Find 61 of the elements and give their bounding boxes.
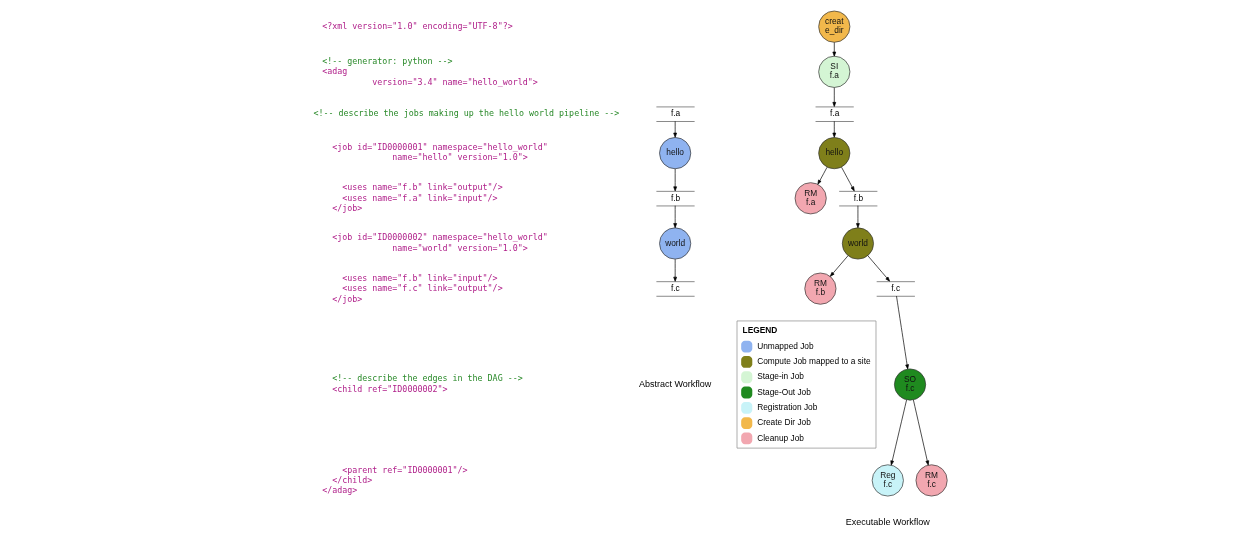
label: name="hello" version="1.0"> bbox=[391, 152, 528, 163]
label: version="3.4" name="hello_world"> bbox=[371, 76, 538, 87]
arrow bbox=[912, 399, 929, 466]
node-text: f.a bbox=[829, 108, 839, 119]
label: <uses name="f.c" link="output"/> bbox=[341, 283, 503, 294]
label: <!-- describe the edges in the DAG --> bbox=[331, 373, 523, 384]
arrow bbox=[889, 399, 907, 466]
label: <?xml version="1.0" encoding="UTF-8"?> bbox=[321, 21, 513, 32]
arrow bbox=[672, 168, 677, 192]
label: name="world" version="1.0"> bbox=[391, 242, 528, 253]
node-circle: creat e_dir bbox=[817, 10, 850, 43]
arrow bbox=[829, 255, 848, 277]
node-text: f.c bbox=[890, 283, 900, 294]
node-circle: SI f.a bbox=[817, 55, 850, 88]
label: <!-- describe the jobs making up the hello world pipeline --> bbox=[312, 108, 619, 119]
arrow bbox=[817, 166, 827, 185]
legend-label: Unmapped Job bbox=[756, 340, 814, 351]
legend-label: Stage-Out Job bbox=[756, 386, 811, 397]
node-text: f.b bbox=[853, 192, 863, 203]
legend-label: Cleanup Job bbox=[756, 432, 804, 443]
arrow bbox=[866, 255, 890, 282]
arrow bbox=[840, 166, 855, 192]
node-text: f.c bbox=[670, 283, 680, 294]
label: <job id="ID0000002" namespace="hello_world" bbox=[331, 232, 548, 243]
arrow bbox=[832, 121, 836, 138]
arrow bbox=[895, 295, 909, 370]
label: <uses name="f.b" link="output"/> bbox=[341, 182, 503, 193]
label: <!-- generator: python --> bbox=[321, 55, 453, 66]
label: </child> bbox=[331, 474, 372, 485]
label: LEGEND bbox=[742, 324, 777, 335]
node-circle: hello bbox=[817, 137, 850, 170]
node-circle: RM f.c bbox=[915, 464, 948, 497]
node-text: f.a bbox=[670, 108, 680, 119]
arrow bbox=[672, 258, 677, 282]
node-circle: hello bbox=[658, 137, 691, 170]
legend-label: Compute Job mapped to a site bbox=[756, 356, 871, 367]
label: <uses name="f.b" link="input"/> bbox=[341, 272, 498, 283]
legend-label: Create Dir Job bbox=[756, 417, 811, 428]
label: </job> bbox=[331, 203, 362, 214]
legend-label: Stage-in Job bbox=[756, 371, 804, 382]
node-circle: world bbox=[658, 227, 691, 260]
node-text: f.b bbox=[670, 192, 680, 203]
label: <adag bbox=[321, 66, 347, 77]
arrow bbox=[832, 87, 836, 107]
arrow bbox=[832, 42, 836, 57]
label: </adag> bbox=[321, 485, 357, 496]
label: <parent ref="ID0000001"/> bbox=[341, 464, 468, 475]
label: <uses name="f.a" link="input"/> bbox=[341, 192, 498, 203]
node-circle: RM f.a bbox=[794, 182, 827, 215]
legend-label: Registration Job bbox=[756, 401, 817, 412]
label: Executable Workflow bbox=[845, 516, 930, 527]
label: Abstract Workflow bbox=[638, 378, 711, 389]
node-circle: world bbox=[841, 227, 874, 260]
label: <child ref="ID0000002"> bbox=[331, 383, 447, 394]
node-circle: SO f.c bbox=[893, 368, 926, 401]
arrow bbox=[672, 205, 677, 229]
arrow bbox=[672, 121, 677, 138]
arrow bbox=[855, 205, 860, 229]
node-circle: Reg f.c bbox=[871, 464, 904, 497]
label: </job> bbox=[331, 293, 362, 304]
label: <job id="ID0000001" namespace="hello_world" bbox=[331, 142, 548, 153]
